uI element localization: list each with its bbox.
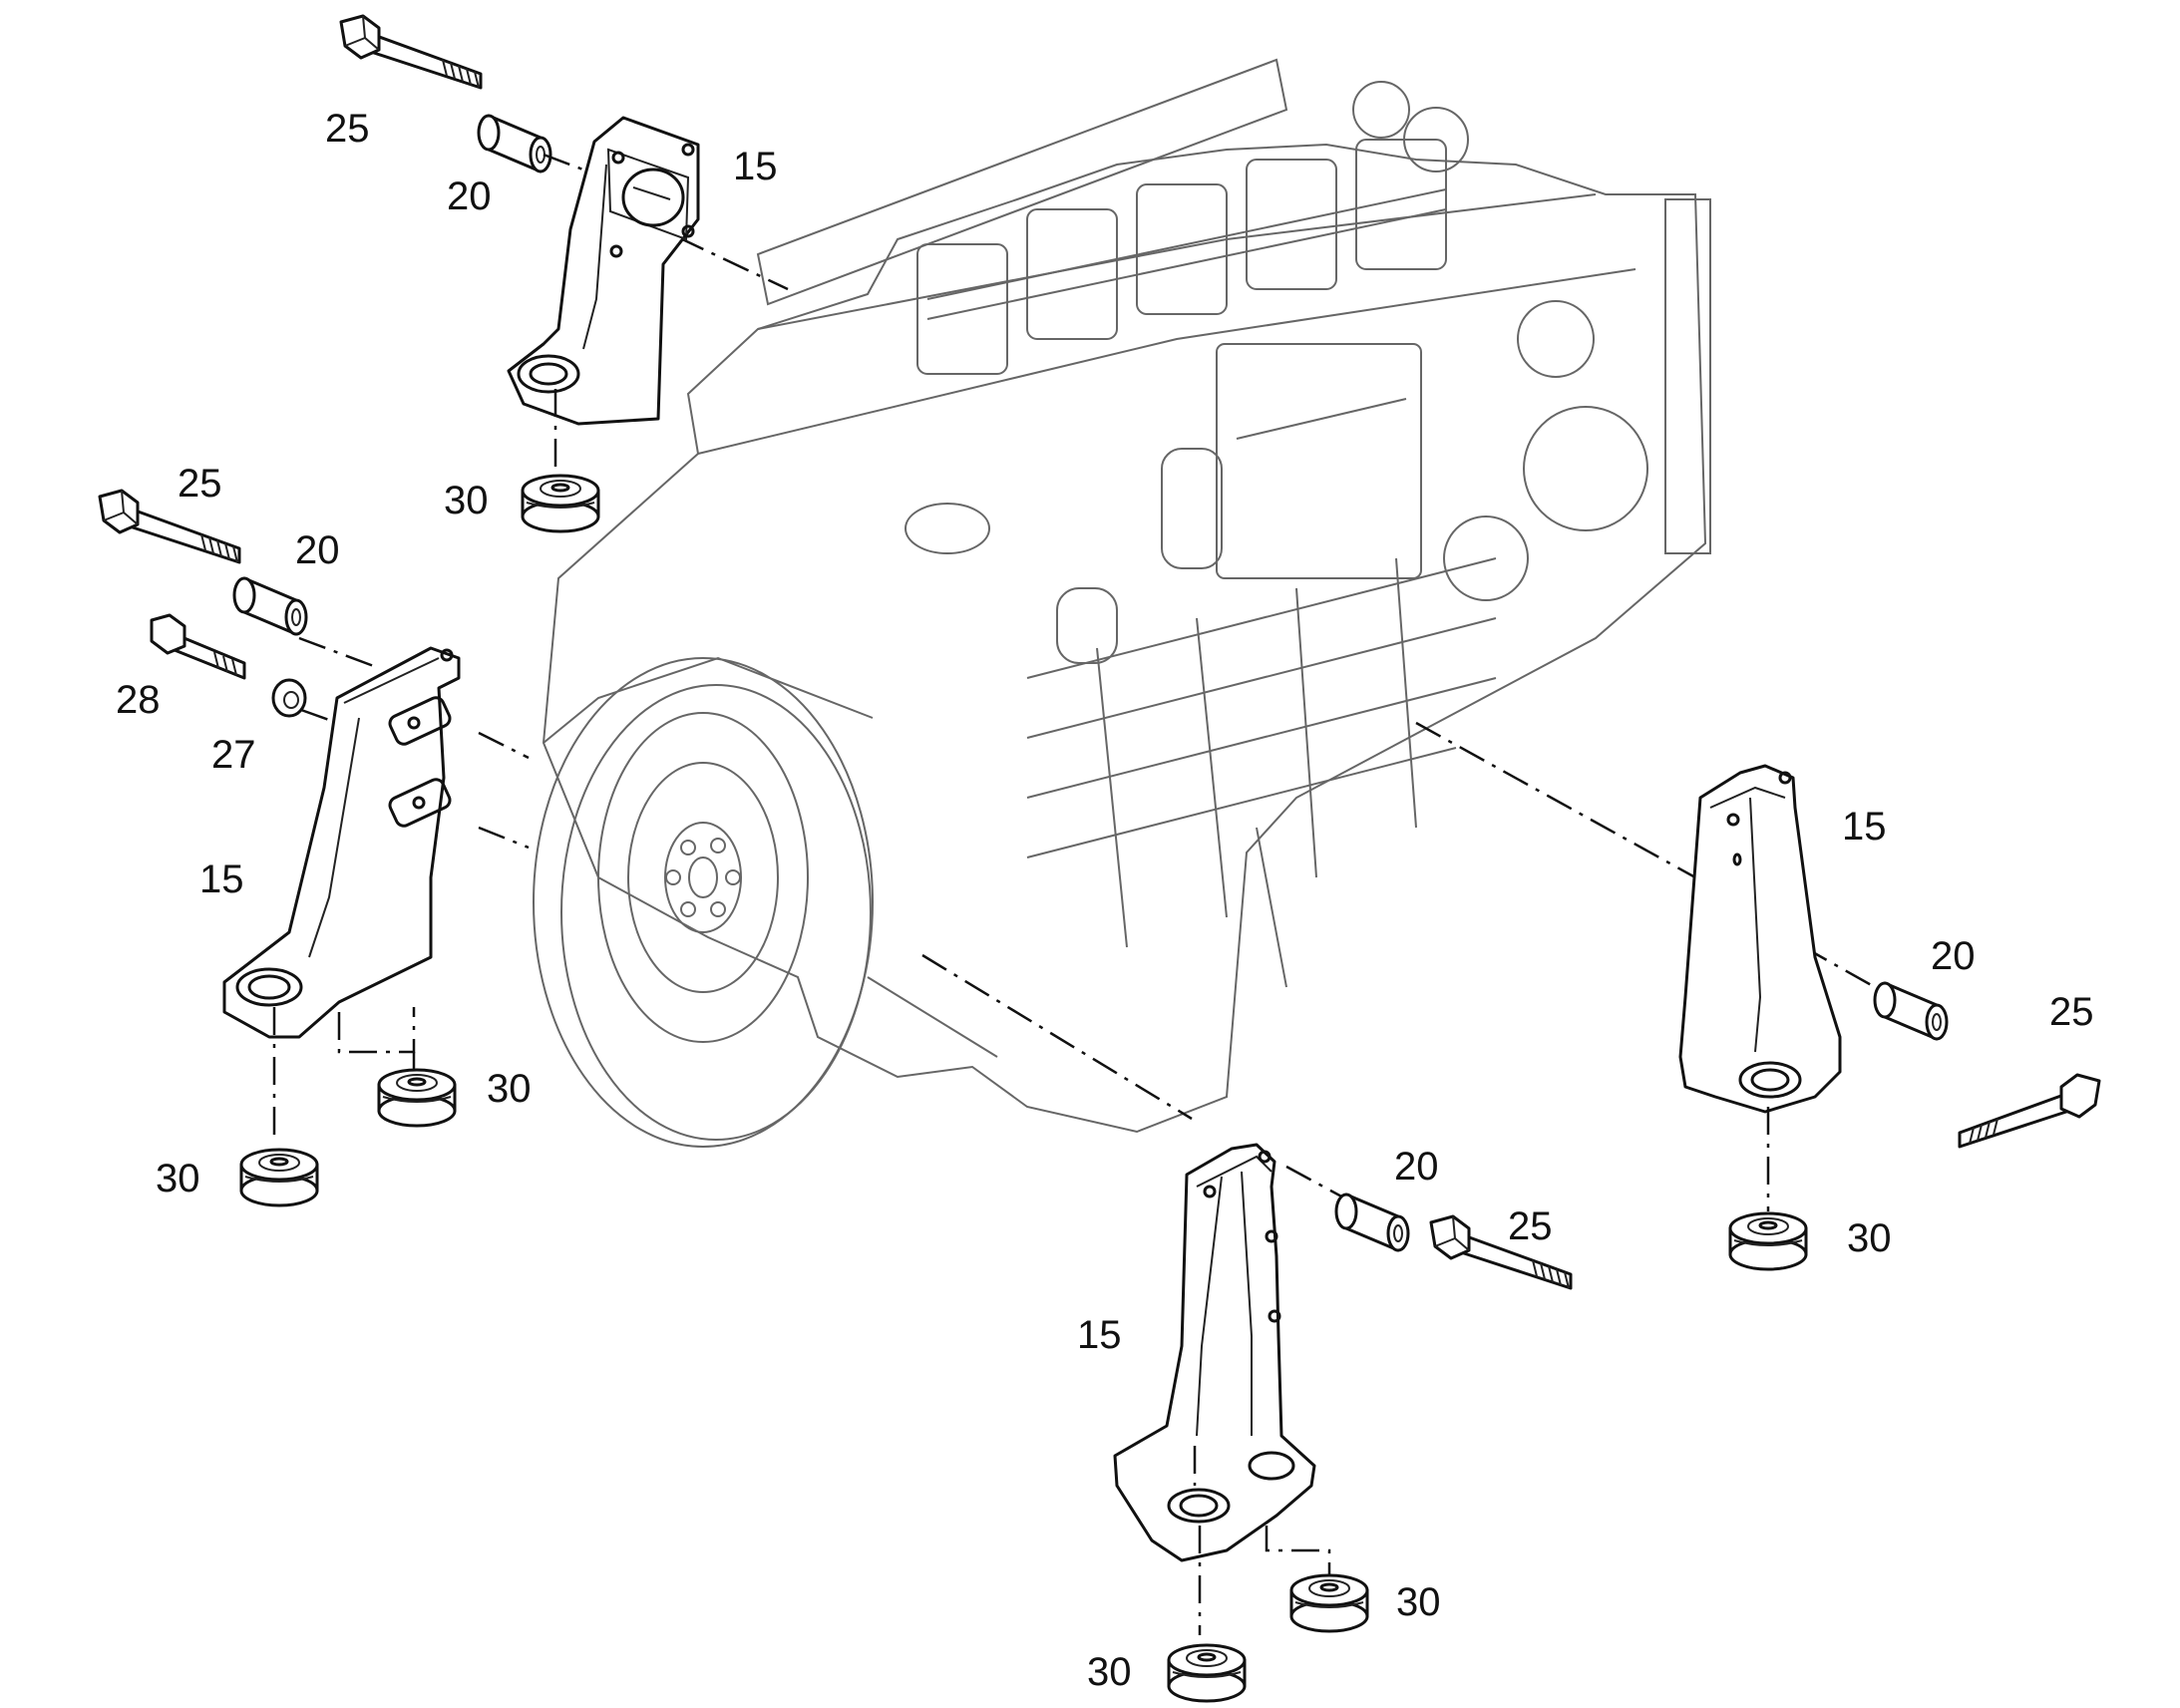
rubber-mount xyxy=(1289,1573,1369,1633)
callout-30: 30 xyxy=(1087,1650,1132,1694)
spacer-sleeve xyxy=(1334,1193,1410,1252)
bracket-group-bottom: 20 25 15 30 30 xyxy=(921,953,1573,1703)
callout-30: 30 xyxy=(444,479,489,522)
hex-bolt-short xyxy=(150,613,246,680)
callout-20: 20 xyxy=(1931,934,1976,978)
spacer-sleeve xyxy=(1873,981,1949,1041)
engine-block xyxy=(533,58,1711,1148)
callout-25: 25 xyxy=(325,107,370,151)
washer xyxy=(271,678,307,718)
hex-bolt xyxy=(339,14,483,90)
bracket-group-right: 15 20 25 30 xyxy=(1415,721,2101,1271)
callout-20: 20 xyxy=(1394,1145,1439,1189)
engine-mount-bracket xyxy=(1678,764,1842,1114)
rubber-mount xyxy=(1728,1211,1808,1271)
callout-25: 25 xyxy=(178,462,222,506)
callout-25: 25 xyxy=(1508,1204,1553,1248)
callout-27: 27 xyxy=(211,733,256,777)
callout-30: 30 xyxy=(487,1067,532,1111)
callout-20: 20 xyxy=(295,528,340,572)
callout-20: 20 xyxy=(447,174,492,218)
callout-25: 25 xyxy=(2049,990,2094,1034)
rubber-mount xyxy=(521,474,600,533)
rubber-mount xyxy=(239,1148,319,1207)
spacer-sleeve xyxy=(477,114,552,173)
spacer-sleeve xyxy=(232,576,308,636)
engine-mount-bracket xyxy=(507,116,700,426)
rubber-mount xyxy=(377,1068,457,1128)
callout-15: 15 xyxy=(1077,1313,1122,1357)
callout-15: 15 xyxy=(1842,805,1887,849)
rubber-mount xyxy=(1167,1643,1247,1703)
bracket-group-left: 25 20 28 27 15 30 30 xyxy=(98,462,532,1207)
engine-mount-bracket xyxy=(1113,1143,1316,1562)
callout-30: 30 xyxy=(1847,1216,1892,1260)
engine-mount-bracket xyxy=(222,646,461,1039)
callout-15: 15 xyxy=(199,857,244,901)
bracket-group-top-left: 25 20 15 30 xyxy=(325,14,789,533)
callout-30: 30 xyxy=(1396,1580,1441,1624)
callout-15: 15 xyxy=(733,145,778,188)
callout-28: 28 xyxy=(116,678,161,722)
hex-bolt xyxy=(1958,1073,2101,1149)
callout-30: 30 xyxy=(156,1157,200,1200)
